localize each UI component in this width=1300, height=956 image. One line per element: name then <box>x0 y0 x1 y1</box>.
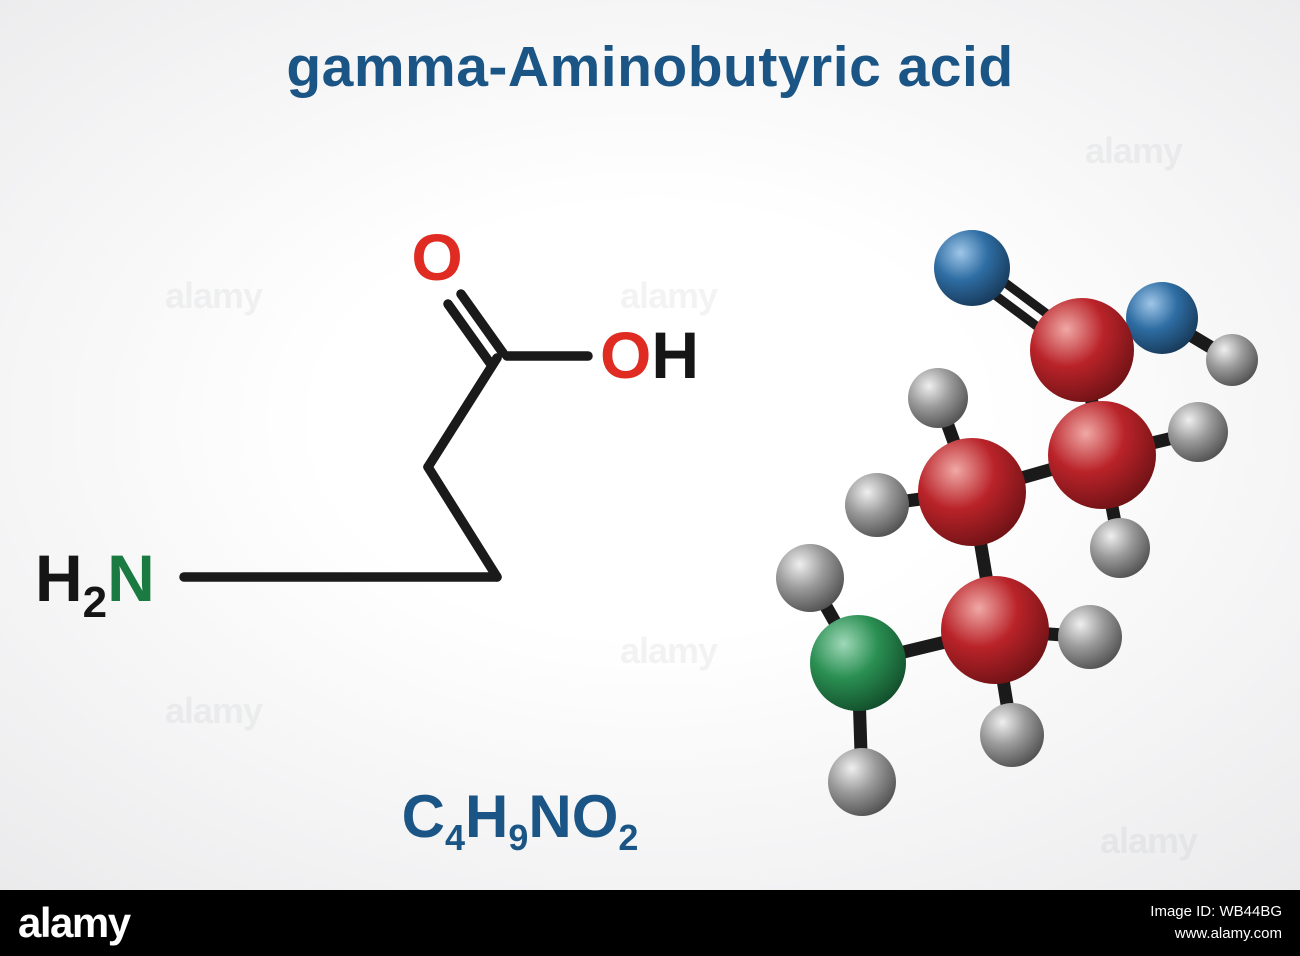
molecular-formula: C4H9NO2 <box>330 782 710 859</box>
molecule-3d-model <box>776 230 1258 816</box>
atom-sphere-h <box>980 703 1044 767</box>
amine-n: N <box>107 541 155 615</box>
c2-c3-bond <box>423 462 502 582</box>
atom-sphere-h <box>908 368 968 428</box>
hydroxyl-h: H <box>651 318 699 392</box>
amine-label: H2N <box>35 541 155 627</box>
watermark: alamy <box>1100 820 1198 861</box>
formula-c: C <box>401 783 445 850</box>
hydroxyl-o: O <box>600 318 651 392</box>
atom-sphere-c <box>941 576 1049 684</box>
watermark: alamy <box>620 630 718 671</box>
c1-c2-bond <box>423 353 502 472</box>
watermark: alamy <box>165 275 263 316</box>
carbonyl-oxygen-label: O <box>411 220 462 294</box>
formula-h: H <box>464 783 509 850</box>
atom-sphere-c <box>1048 401 1156 509</box>
page-title: gamma-Aminobutyric acid <box>286 35 1014 99</box>
formula-o-subscript: 2 <box>618 817 639 858</box>
watermark: alamy <box>165 690 263 731</box>
atom-sphere-h <box>828 748 896 816</box>
carbonyl-double-bond-line <box>443 299 495 368</box>
skeletal-formula: O OH H2N <box>35 220 699 627</box>
atom-sphere-o <box>934 230 1010 306</box>
amine-h-subscript: 2 <box>83 578 107 627</box>
footer-bar: alamy Image ID: WB44BG www.alamy.com <box>0 890 1300 956</box>
atom-sphere-h <box>1090 518 1150 578</box>
atom-sphere-h <box>1206 334 1258 386</box>
hydroxyl-label: OH <box>600 318 699 392</box>
carbonyl-double-bond-line <box>456 289 508 358</box>
watermark: alamy <box>1085 130 1183 171</box>
atom-sphere-h <box>1058 605 1122 669</box>
atom-sphere-h <box>1168 402 1228 462</box>
image-id-text: Image ID: WB44BG <box>1150 902 1282 920</box>
footer-info: Image ID: WB44BG www.alamy.com <box>1150 901 1282 946</box>
atom-sphere-c <box>918 438 1026 546</box>
watermark: alamy <box>620 275 718 316</box>
formula-c-subscript: 4 <box>444 817 465 858</box>
footer-url: www.alamy.com <box>1174 925 1282 942</box>
atom-sphere-n <box>810 615 906 711</box>
atom-sphere-h <box>845 473 909 537</box>
atom-sphere-o <box>1126 282 1198 354</box>
formula-h-subscript: 9 <box>508 817 529 858</box>
alamy-logo: alamy <box>18 899 131 946</box>
formula-no: NO <box>528 783 619 850</box>
atom-sphere-c <box>1030 298 1134 402</box>
amine-h: H <box>35 541 83 615</box>
atom-sphere-h <box>776 544 844 612</box>
